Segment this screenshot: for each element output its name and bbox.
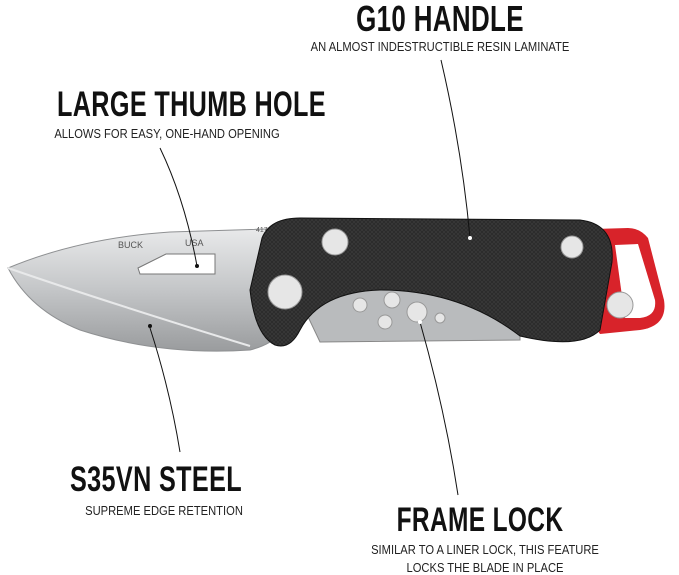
frame-lock-subtitle-line1: SIMILAR TO A LINER LOCK, THIS FEATURE	[371, 542, 599, 557]
frame-hole	[352, 297, 368, 313]
leader-lines	[149, 59, 471, 496]
frame-lock-title: FRAME LOCK	[396, 501, 564, 539]
thumb-hole-leader-line	[159, 147, 198, 267]
blade	[7, 227, 301, 352]
leader-dot	[195, 264, 199, 268]
screws	[267, 228, 634, 330]
screw	[606, 291, 634, 319]
screw	[321, 228, 349, 256]
steel-subtitle: SUPREME EDGE RETENTION	[85, 503, 243, 518]
handle-title: G10 HANDLE	[356, 0, 524, 39]
pivot-screw	[267, 274, 303, 310]
thumb-hole-title: LARGE THUMB HOLE	[56, 85, 326, 124]
steel-leader-line	[149, 327, 181, 453]
leader-dot	[148, 324, 152, 328]
blade-edge-highlight	[7, 267, 251, 347]
frame-hole	[383, 291, 401, 309]
blade-model-mark: 417	[256, 227, 268, 234]
frame-hole	[377, 314, 393, 330]
steel-title: S35VN STEEL	[69, 460, 243, 499]
handle-leader-line	[440, 59, 471, 239]
blade-origin-mark: USA	[185, 238, 204, 248]
handle-subtitle: AN ALMOST INDESTRUCTIBLE RESIN LAMINATE	[310, 39, 570, 54]
frame-hole	[434, 312, 446, 324]
frame-lock-leader-line	[419, 321, 459, 496]
screw	[560, 235, 584, 259]
leader-dot	[418, 320, 422, 324]
thumb-hole-subtitle: ALLOWS FOR EASY, ONE-HAND OPENING	[54, 126, 280, 141]
frame-lock-subtitle-line2: LOCKS THE BLADE IN PLACE	[406, 560, 564, 575]
leader-dot	[468, 236, 472, 240]
blade-brand-mark: BUCK	[118, 240, 143, 250]
frame-hole	[406, 301, 428, 323]
